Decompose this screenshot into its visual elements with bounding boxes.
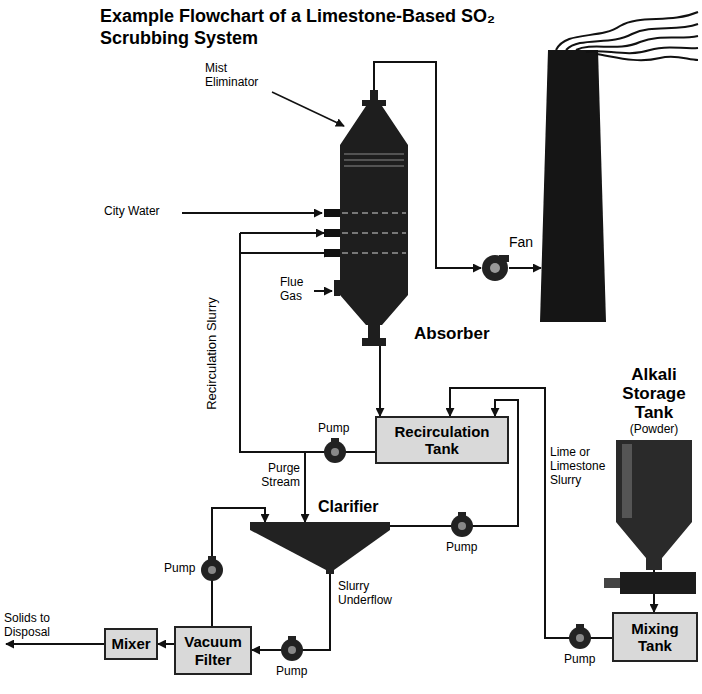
stream-label: Slurry Underflow	[338, 580, 404, 608]
fan-hub	[490, 263, 500, 273]
diagram-title: Example Flowchart of a Limestone-Based S…	[100, 6, 550, 49]
hopper-highlight	[622, 444, 632, 518]
pump-label: Pump	[446, 541, 482, 555]
leader-line	[272, 92, 344, 126]
node-label: Vacuum Filter	[179, 633, 247, 668]
spray-nozzle	[324, 229, 340, 237]
process-line	[379, 346, 381, 416]
mist-eliminator-layer	[344, 153, 404, 155]
recirculation-branch	[240, 232, 324, 234]
stream-label: Flue Gas	[280, 276, 312, 304]
pump-label: Pump	[318, 422, 354, 436]
fan-outline	[481, 254, 509, 282]
recirculation-branch	[239, 233, 241, 253]
stack	[540, 50, 606, 322]
flue-gas-line	[314, 290, 332, 292]
recirculation-tank: Recirculation Tank	[375, 416, 509, 464]
pump-symbol	[324, 438, 346, 463]
stream-label: Recirculation Slurry	[205, 273, 220, 433]
pump-symbol	[569, 624, 591, 649]
city-water-line	[182, 212, 322, 214]
clarifier: Clarifier	[250, 522, 390, 574]
fan-outlet	[499, 255, 509, 262]
node-label: Mixing Tank	[617, 620, 693, 655]
node-label: Recirculation Tank	[380, 423, 504, 458]
pump-label: Pump	[164, 562, 200, 576]
spray-nozzle	[324, 249, 340, 257]
spray-header	[342, 232, 406, 234]
spray-nozzle	[324, 209, 340, 217]
clarifier-outlet	[326, 568, 334, 574]
pump-symbol	[281, 636, 303, 661]
feeder	[620, 572, 696, 594]
fan-housing	[482, 255, 508, 281]
absorber-vessel: Absorber	[332, 90, 416, 346]
feeder-motor	[604, 578, 620, 588]
vacuum-filter: Vacuum Filter	[174, 626, 252, 675]
node-label: Mixer	[111, 635, 150, 652]
absorber-body	[340, 90, 408, 346]
smoke-plume	[556, 12, 698, 60]
stream-label: Solids to Disposal	[4, 612, 74, 640]
stream-label: Lime or Limestone Slurry	[550, 446, 612, 487]
mixer: Mixer	[104, 628, 158, 660]
mixing-tank: Mixing Tank	[612, 612, 698, 662]
node-label: Absorber	[414, 324, 490, 344]
fan-outlet-line	[509, 267, 541, 269]
clarifier-basin	[250, 522, 390, 570]
node-label: Fan	[509, 234, 533, 250]
disposal-line	[6, 643, 104, 645]
fan: Fan	[481, 254, 509, 282]
process-line	[158, 643, 174, 645]
node-label: Alkali Storage Tank	[614, 365, 694, 422]
node-label: Clarifier	[318, 498, 378, 516]
alkali-storage-tank-outline	[614, 440, 694, 570]
pump-label: Pump	[564, 653, 600, 667]
process-line	[252, 574, 330, 650]
node-sublabel: (Powder)	[614, 422, 694, 436]
pump-label: Pump	[276, 665, 312, 679]
flue-gas-inlet	[334, 280, 340, 296]
hopper-body	[616, 440, 692, 570]
spray-header	[342, 252, 406, 254]
stream-label: Purge Stream	[246, 462, 300, 490]
absorber-vessel-outline	[332, 90, 416, 346]
clarifier-outline	[250, 522, 390, 574]
stream-label: City Water	[104, 205, 180, 219]
mist-eliminator-layer	[344, 159, 404, 161]
mist-eliminator-layer	[344, 165, 404, 167]
heading-group: Alkali Storage Tank(Powder)	[614, 365, 694, 436]
spray-header	[342, 212, 406, 214]
stream-label: Mist Eliminator	[205, 62, 275, 90]
pump-symbol	[201, 556, 223, 581]
alkali-storage-tank: Alkali Storage Tank(Powder)	[614, 440, 694, 570]
pump-symbol	[451, 512, 473, 537]
